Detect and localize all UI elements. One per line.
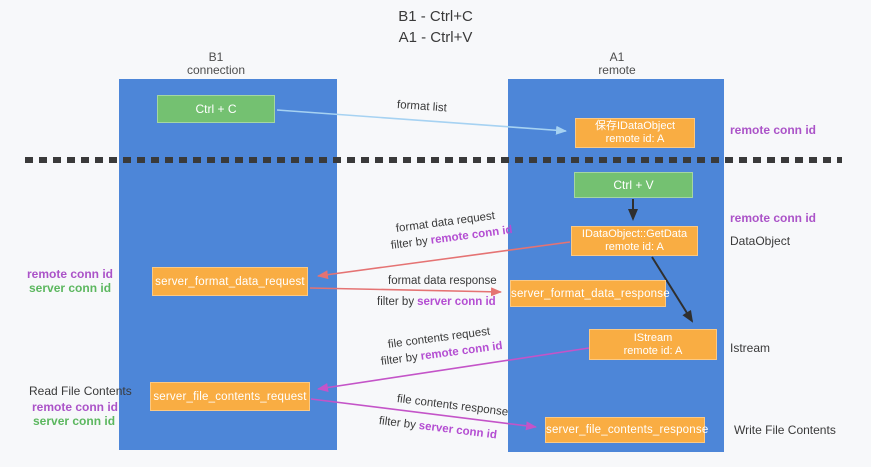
right-column-name: A1: [609, 50, 625, 64]
filter-by-text: filter by: [378, 415, 417, 432]
annotation-left-remote-conn-id-1: remote conn id: [27, 267, 114, 281]
node-idataobject-getdata: IDataObject::GetData remote id: A: [571, 226, 698, 256]
left-column-header: B1 connection: [146, 51, 286, 77]
filter-by-text: filter by: [377, 296, 415, 308]
node-save-idataobject-line2: remote id: A: [605, 133, 665, 145]
node-ctrl-v: Ctrl + V: [574, 172, 693, 198]
server-conn-id-text: server conn id: [418, 419, 498, 442]
flow-label-format-data-response: format data response: [388, 275, 497, 287]
node-server-format-data-response: server_format_data_response: [510, 280, 670, 307]
annotation-remote-conn-id-top: remote conn id: [730, 123, 817, 137]
node-idataobject-getdata-line2: remote id: A: [605, 241, 664, 253]
node-server-file-contents-response: server_file_contents_response: [545, 417, 709, 443]
diagram-title: B1 - Ctrl+C A1 - Ctrl+V: [0, 6, 871, 48]
annotation-left-server-conn-id-1: server conn id: [29, 281, 112, 295]
node-idataobject-getdata-line1: IDataObject::GetData: [581, 228, 688, 240]
server-conn-id-text: server conn id: [417, 296, 496, 308]
node-istream-line1: IStream: [633, 331, 673, 344]
node-istream: IStream remote id: A: [589, 329, 717, 360]
right-column-header: A1 remote: [547, 51, 687, 77]
filter-by-text: filter by: [390, 235, 429, 252]
annotation-istream: Istream: [730, 341, 771, 355]
left-column-name: B1: [208, 50, 224, 64]
node-save-idataobject-line1: 保存IDataObject: [594, 120, 676, 132]
filter-by-text: filter by: [380, 351, 419, 368]
node-server-format-data-response-label: server_format_data_response: [511, 287, 670, 300]
node-istream-line2: remote id: A: [623, 344, 683, 357]
annotation-remote-conn-id-mid: remote conn id: [730, 211, 817, 225]
node-server-format-data-request: server_format_data_request: [152, 267, 308, 296]
right-column-subtitle: remote: [598, 63, 636, 77]
title-line-2: A1 - Ctrl+V: [398, 29, 473, 46]
node-ctrl-v-label: Ctrl + V: [613, 178, 654, 192]
node-ctrl-c-label: Ctrl + C: [195, 102, 237, 116]
node-server-file-contents-request-label: server_file_contents_request: [153, 390, 307, 403]
arrow-format-data-response: [309, 287, 502, 297]
node-ctrl-c: Ctrl + C: [157, 95, 275, 123]
annotation-dataobject: DataObject: [730, 234, 791, 248]
node-save-idataobject: 保存IDataObject remote id: A: [575, 118, 695, 148]
annotation-write-file-contents: Write File Contents: [734, 423, 836, 437]
left-column-subtitle: connection: [186, 63, 246, 77]
flow-label-format-list: format list: [396, 99, 448, 115]
annotation-left-server-conn-id-2: server conn id: [33, 414, 116, 428]
annotation-read-file-contents: Read File Contents: [29, 384, 132, 398]
node-server-file-contents-response-label: server_file_contents_response: [546, 424, 709, 436]
node-server-file-contents-request: server_file_contents_request: [150, 382, 310, 411]
node-server-format-data-request-label: server_format_data_request: [155, 275, 305, 288]
flow-label-file-contents-response: file contents response: [396, 393, 509, 419]
annotation-left-remote-conn-id-2: remote conn id: [32, 400, 119, 414]
title-line-1: B1 - Ctrl+C: [398, 8, 473, 25]
